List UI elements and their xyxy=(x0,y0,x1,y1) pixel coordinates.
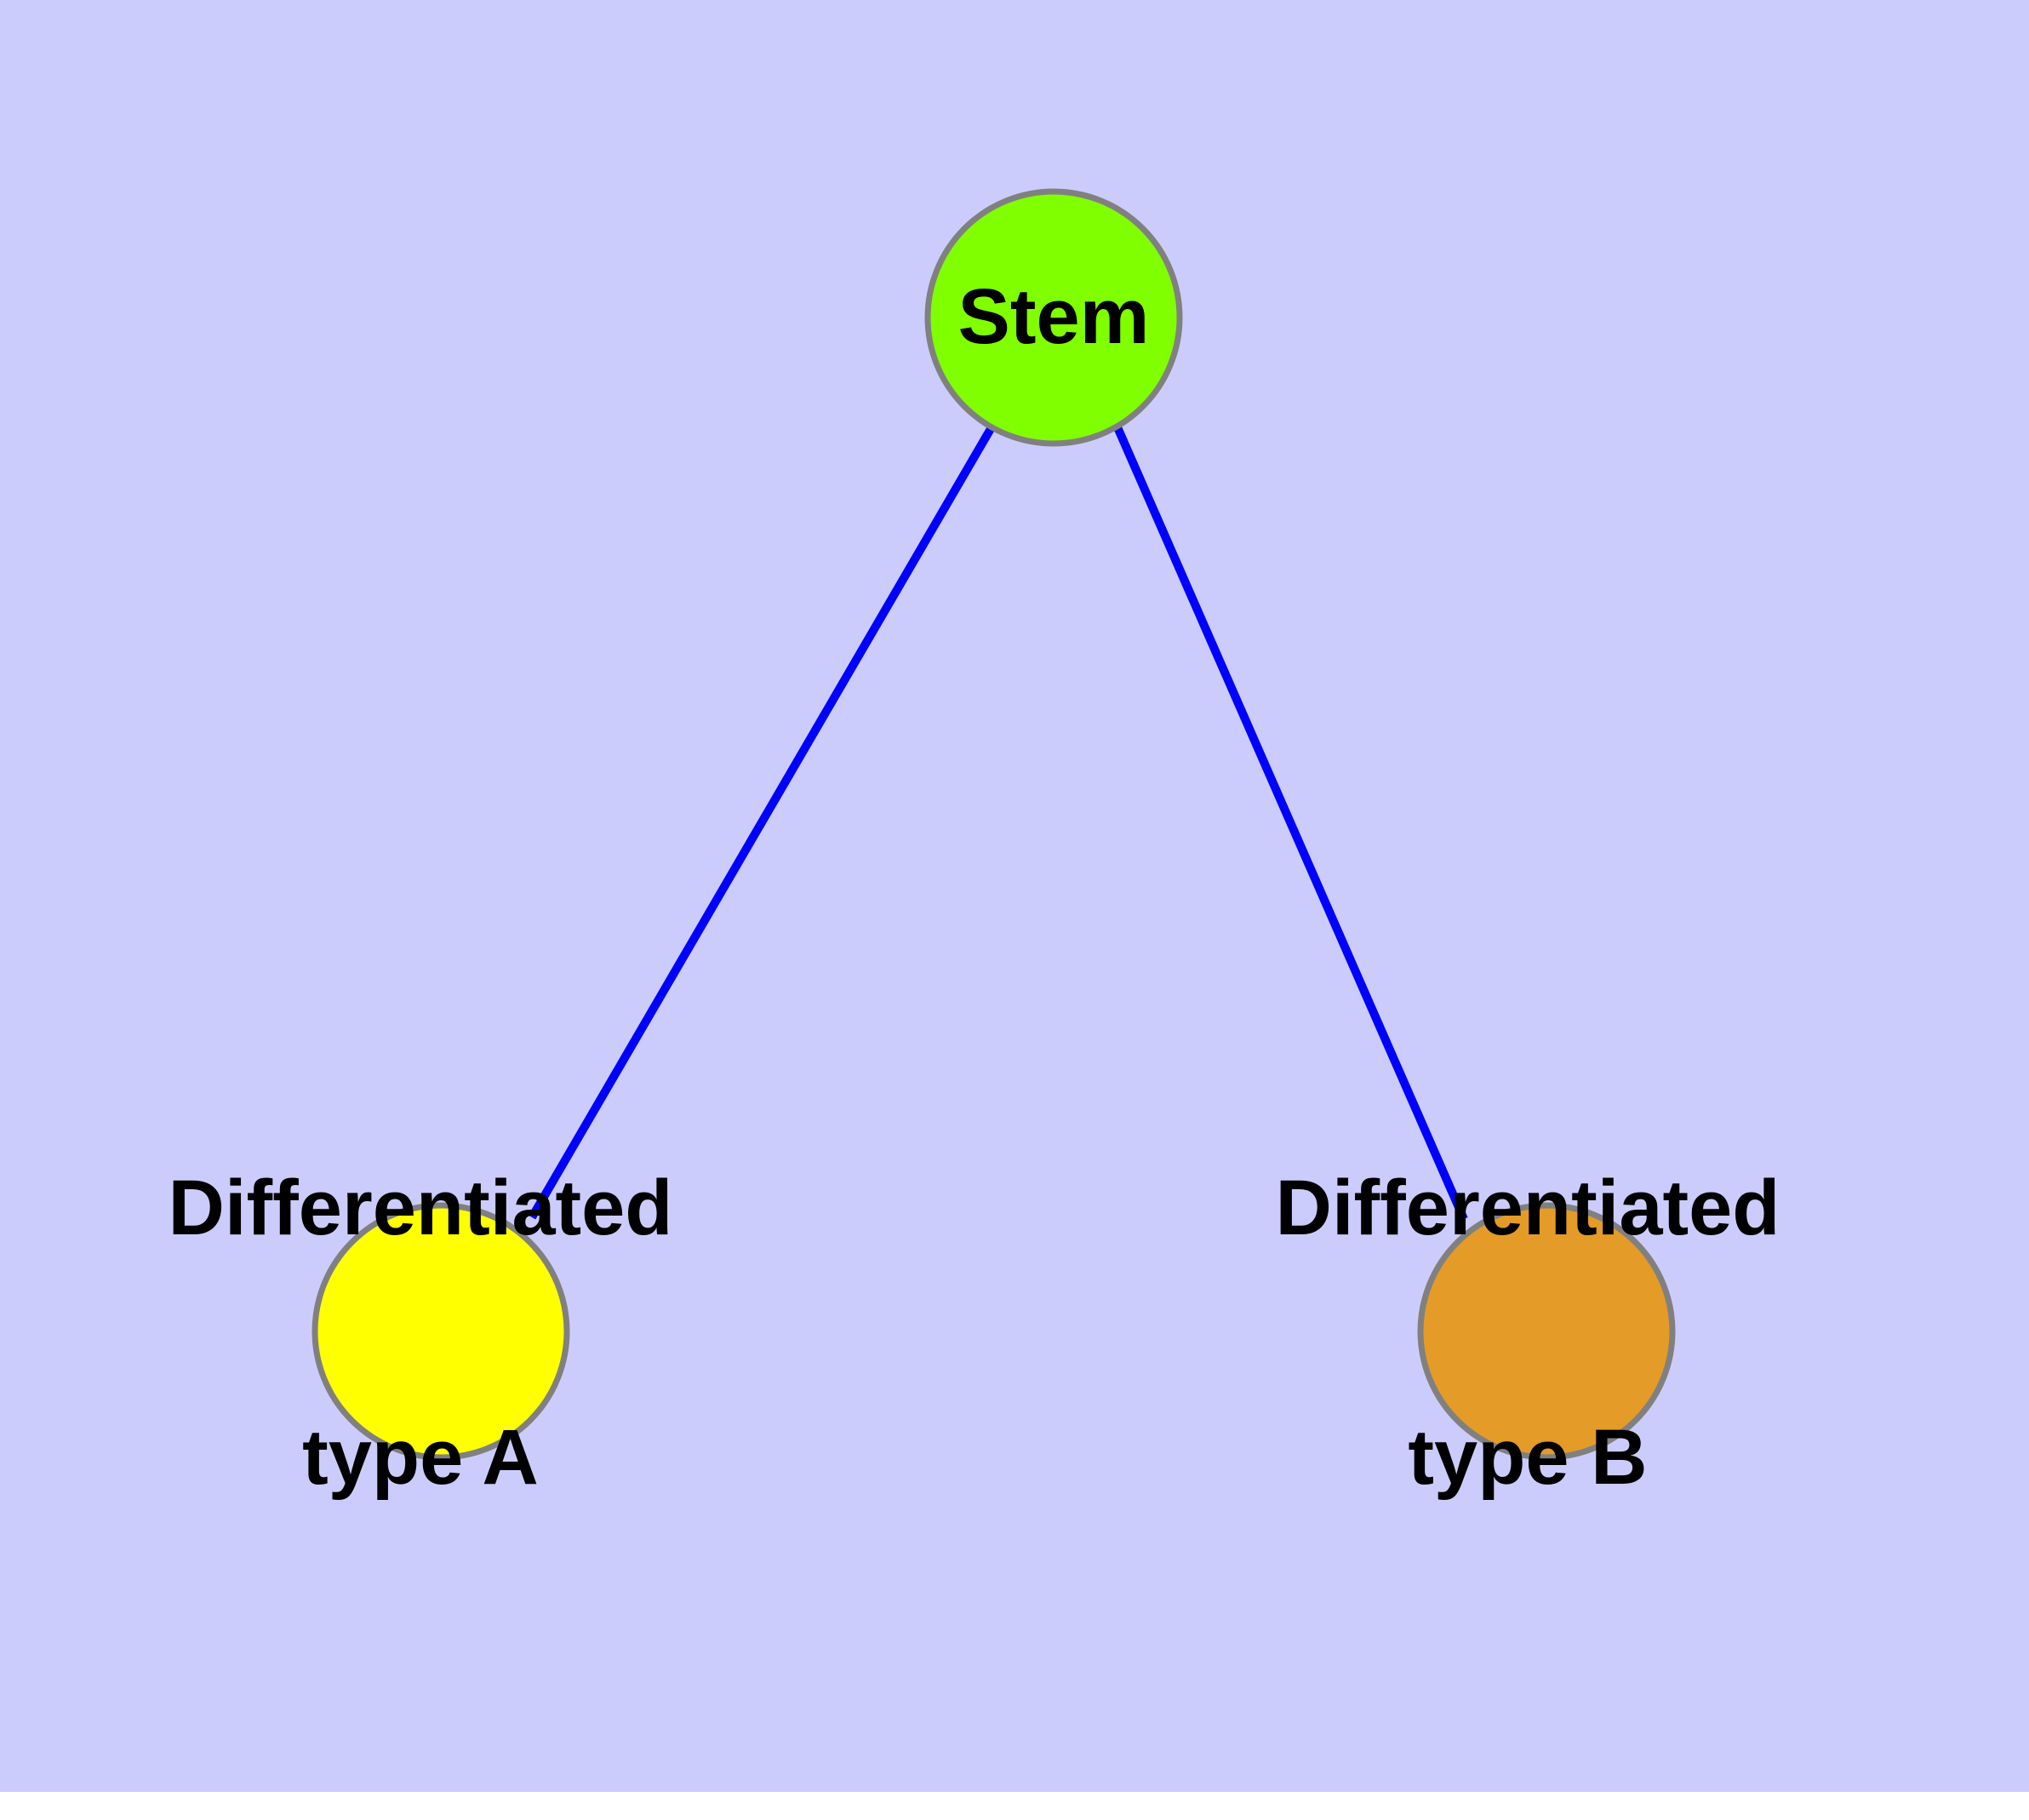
edge-stem-to-type-a xyxy=(528,425,996,1220)
node-layer xyxy=(311,188,1676,1461)
edge-stem-to-type-b xyxy=(1113,425,1468,1222)
edge-layer xyxy=(528,425,1468,1222)
node-stem[interactable] xyxy=(924,188,1183,447)
node-type-b[interactable] xyxy=(1417,1202,1676,1461)
node-type-a[interactable] xyxy=(311,1202,570,1461)
